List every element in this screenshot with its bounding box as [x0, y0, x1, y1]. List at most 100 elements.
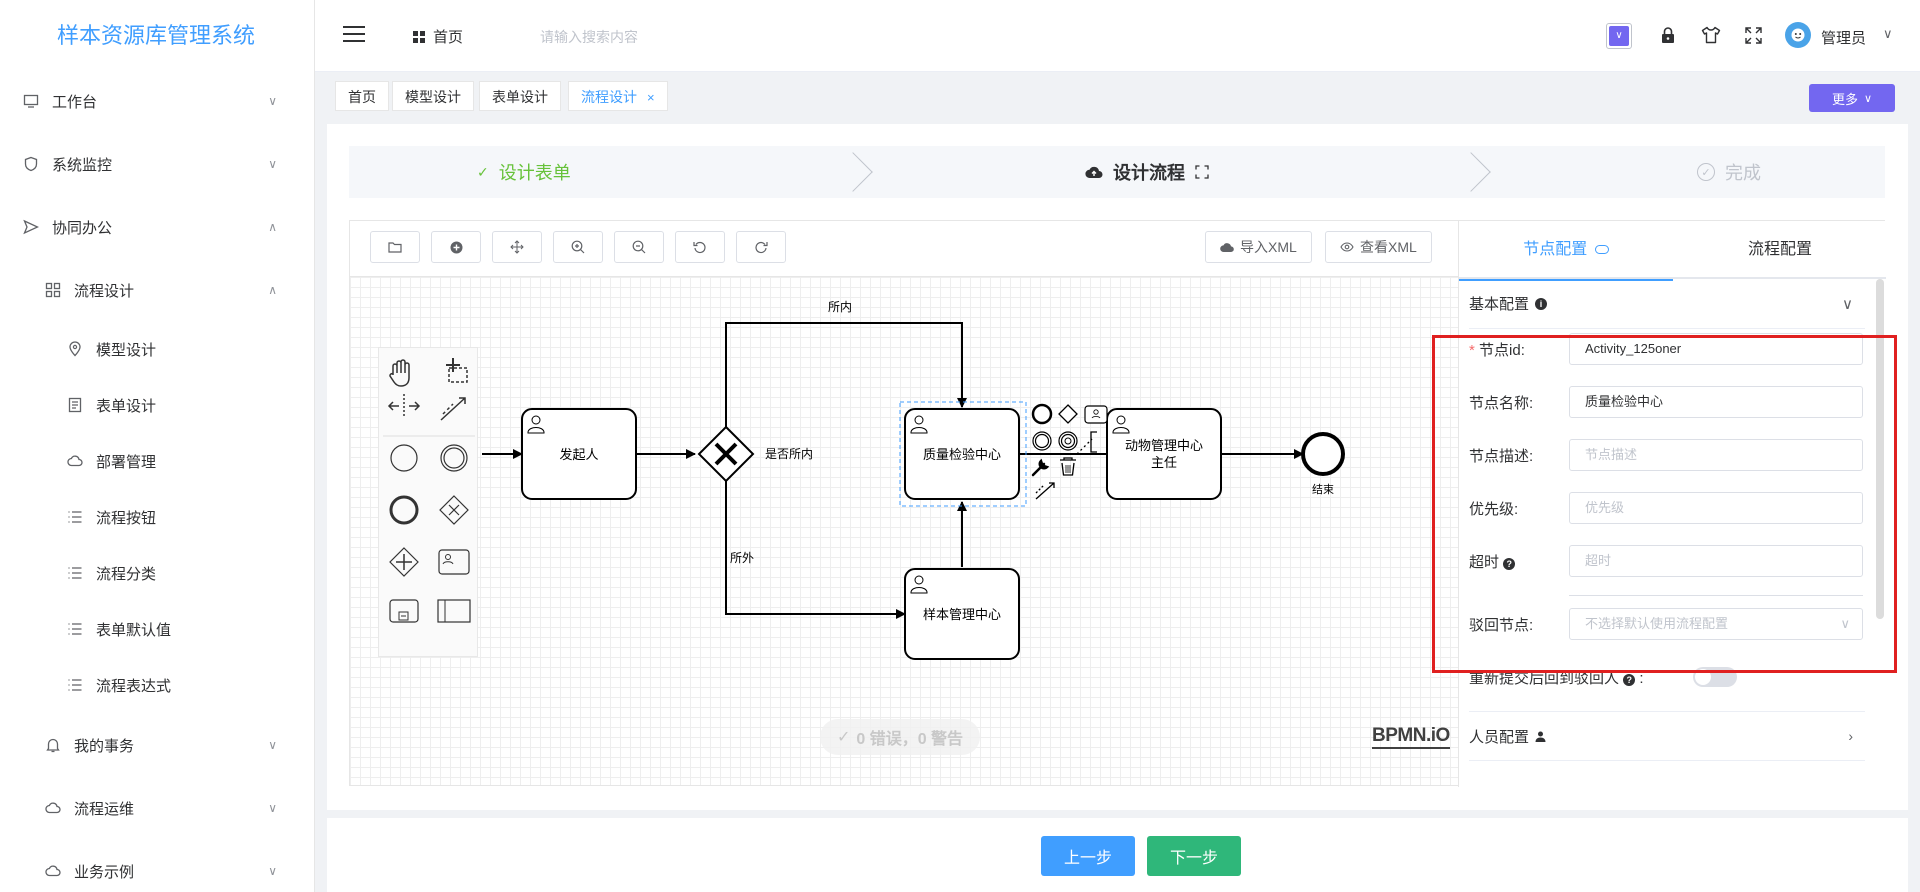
- sidebar-item-workbench[interactable]: 工作台 ∨: [0, 81, 315, 121]
- node-desc-input[interactable]: 节点描述: [1569, 439, 1863, 471]
- shirt-icon[interactable]: [1701, 26, 1721, 44]
- priority-input[interactable]: 优先级: [1569, 492, 1863, 524]
- user-name[interactable]: 管理员: [1821, 30, 1867, 47]
- tab-model-design[interactable]: 模型设计: [392, 81, 474, 111]
- bpmn-io-logo[interactable]: BPMN.iO: [1372, 725, 1450, 749]
- open-file-button[interactable]: [370, 231, 420, 263]
- selection-outline: [899, 401, 1027, 507]
- sidebar-item-process-design[interactable]: 流程设计 ∧: [0, 270, 315, 310]
- bpmn-palette: [378, 347, 478, 657]
- zoom-in-button[interactable]: [553, 231, 603, 263]
- space-tool-icon[interactable]: [387, 394, 421, 418]
- sidebar-item-form-defaults[interactable]: 表单默认值: [0, 609, 315, 649]
- flow-label-out: 所外: [730, 551, 754, 565]
- start-event-icon[interactable]: [390, 444, 418, 472]
- trash-icon[interactable]: [1060, 457, 1076, 476]
- center-button[interactable]: [492, 231, 542, 263]
- append-end-event-icon[interactable]: [1031, 403, 1053, 425]
- cloud-upload-icon: [1220, 242, 1234, 252]
- connect-tool-icon[interactable]: [440, 397, 466, 421]
- sidebar-item-form-design[interactable]: 表单设计: [0, 385, 315, 425]
- more-button[interactable]: 更多∨: [1809, 84, 1895, 112]
- sidebar-item-process-ops[interactable]: 流程运维 ∨: [0, 788, 315, 828]
- sidebar-item-process-category[interactable]: 流程分类: [0, 553, 315, 593]
- redo-button[interactable]: [736, 231, 786, 263]
- sequence-flow-in[interactable]: [725, 322, 967, 427]
- append-intermediate-event-icon[interactable]: [1058, 431, 1078, 451]
- home-link[interactable]: 首页: [413, 26, 463, 47]
- import-xml-button[interactable]: 导入XML: [1205, 231, 1312, 263]
- panel-scrollbar[interactable]: [1876, 279, 1884, 619]
- step-separator: [1451, 152, 1491, 192]
- section-people-config[interactable]: 人员配置 ›: [1469, 711, 1865, 761]
- sidebar-item-business-demo[interactable]: 业务示例 ∨: [0, 851, 315, 891]
- end-event[interactable]: [1301, 432, 1345, 476]
- chevron-down-icon[interactable]: ∨: [1883, 26, 1893, 41]
- menu-toggle-icon[interactable]: [343, 26, 365, 44]
- section-basic-config[interactable]: 基本配置 i ∨: [1469, 279, 1865, 329]
- next-step-button[interactable]: 下一步: [1147, 836, 1241, 876]
- zoom-out-button[interactable]: [614, 231, 664, 263]
- avatar[interactable]: [1785, 22, 1811, 48]
- cloud-icon: [66, 452, 84, 470]
- timeout-label: 超时 ?: [1469, 551, 1569, 572]
- sidebar-item-process-button[interactable]: 流程按钮: [0, 497, 315, 537]
- sidebar-item-label: 表单默认值: [96, 621, 172, 639]
- sidebar-item-my-tasks[interactable]: 我的事务 ∨: [0, 725, 315, 765]
- task-animal-management[interactable]: [1106, 408, 1222, 500]
- sidebar-item-model-design[interactable]: 模型设计: [0, 329, 315, 369]
- tab-process-config[interactable]: 流程配置: [1673, 221, 1886, 279]
- task-quality-inspection[interactable]: [904, 408, 1020, 500]
- tab-process-design[interactable]: 流程设计×: [568, 81, 668, 111]
- info-icon: i: [1535, 297, 1548, 310]
- sidebar-item-process-expression[interactable]: 流程表达式: [0, 665, 315, 705]
- close-icon[interactable]: ×: [647, 90, 655, 105]
- step-finish[interactable]: ✓ 完成: [1697, 146, 1761, 198]
- append-task-icon[interactable]: [1084, 405, 1108, 424]
- step-design-form[interactable]: ✓ 设计表单: [477, 146, 571, 198]
- tab-node-config[interactable]: 节点配置: [1459, 221, 1673, 281]
- wrench-icon[interactable]: [1031, 458, 1050, 477]
- intermediate-event-icon[interactable]: [440, 444, 468, 472]
- chevron-down-icon: ∨: [268, 157, 277, 171]
- hand-tool-icon[interactable]: [389, 359, 410, 387]
- prev-step-button[interactable]: 上一步: [1041, 836, 1135, 876]
- node-id-input[interactable]: Activity_125oner: [1569, 333, 1863, 365]
- timeout-input[interactable]: 超时: [1569, 545, 1863, 577]
- node-name-input[interactable]: 质量检验中心: [1569, 386, 1863, 418]
- end-event-icon[interactable]: [389, 495, 419, 525]
- user-icon: [1112, 415, 1130, 434]
- task-sample-management[interactable]: [904, 568, 1020, 660]
- sidebar-item-office[interactable]: 协同办公 ∧: [0, 207, 315, 247]
- create-button[interactable]: [431, 231, 481, 263]
- search-input[interactable]: 请输入搜索内容: [540, 29, 638, 45]
- sidebar-item-deploy[interactable]: 部署管理: [0, 441, 315, 481]
- tab-home[interactable]: 首页: [335, 81, 389, 111]
- parallel-gateway-icon[interactable]: [389, 547, 419, 577]
- lock-icon[interactable]: [1659, 26, 1677, 44]
- sequence-flow-out[interactable]: [725, 481, 906, 619]
- exclusive-gateway[interactable]: [697, 425, 755, 483]
- pool-icon[interactable]: [437, 599, 471, 623]
- tab-form-design[interactable]: 表单设计: [479, 81, 561, 111]
- reject-node-select[interactable]: 不选择默认使用流程配置∨: [1569, 608, 1863, 640]
- step-design-process[interactable]: 设计流程: [1085, 146, 1209, 198]
- bpmn-canvas[interactable]: 所内 所外 是否所内 发起人 质量检验中心 样本管理中心 动物管理中心 主任 结…: [350, 277, 1458, 785]
- text-annotation-icon[interactable]: [1090, 431, 1097, 453]
- fullscreen-icon[interactable]: [1195, 165, 1209, 179]
- fullscreen-icon[interactable]: [1745, 27, 1762, 44]
- theme-switch[interactable]: ∨: [1606, 23, 1632, 49]
- task-initiator[interactable]: [521, 408, 637, 500]
- lasso-tool-icon[interactable]: [446, 358, 468, 383]
- undo-button[interactable]: [675, 231, 725, 263]
- connect-icon[interactable]: [1035, 482, 1055, 500]
- move-icon: [510, 240, 524, 254]
- subprocess-icon[interactable]: [389, 599, 419, 623]
- user-task-icon[interactable]: [438, 549, 470, 575]
- view-xml-button[interactable]: 查看XML: [1325, 231, 1432, 263]
- sidebar-item-system-monitor[interactable]: 系统监控 ∨: [0, 144, 315, 184]
- list-icon: [66, 620, 84, 638]
- validation-status[interactable]: ✓ 0 错误，0 警告: [820, 719, 980, 755]
- append-gateway-icon[interactable]: [1058, 404, 1078, 424]
- exclusive-gateway-icon[interactable]: [439, 495, 469, 525]
